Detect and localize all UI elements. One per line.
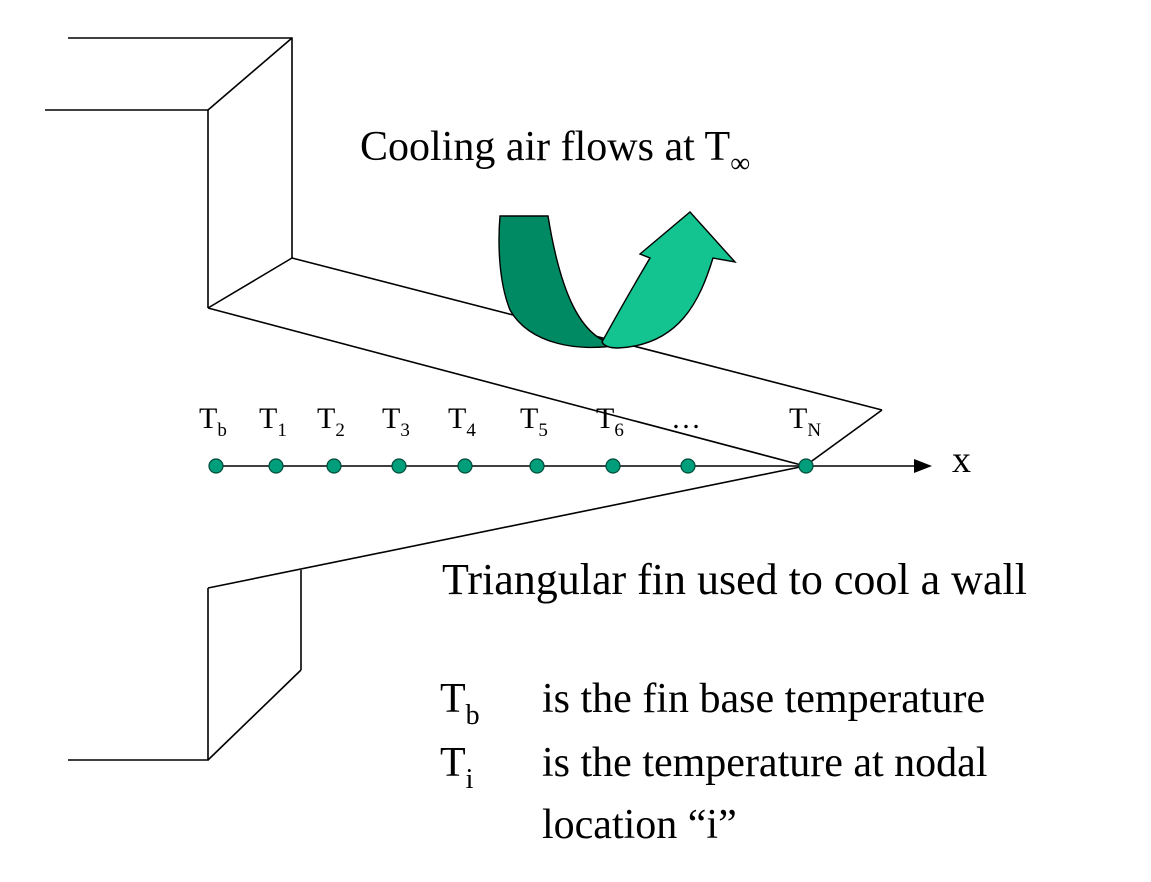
fin-base-top-edge bbox=[207, 257, 293, 309]
triangular-fin bbox=[207, 257, 883, 589]
node-label-0: Tb bbox=[199, 402, 227, 441]
cooling-air-arrow-icon bbox=[498, 211, 737, 349]
wall-upper-back-edge bbox=[68, 37, 293, 258]
wall-upper bbox=[45, 37, 293, 308]
fin-top-front-edge bbox=[207, 307, 806, 467]
legend-text-ti-continuation: location “i” bbox=[542, 802, 737, 848]
node-marker-5 bbox=[529, 458, 545, 474]
node-label-1: T1 bbox=[259, 402, 287, 441]
node-label-7: … bbox=[671, 402, 701, 435]
x-axis-label: x bbox=[952, 439, 971, 481]
legend-text-ti: is the temperature at nodal bbox=[542, 740, 988, 786]
wall-lower-depth-edge bbox=[207, 669, 302, 761]
fin-tip-edge bbox=[804, 409, 883, 467]
legend-symbol-ti: Ti bbox=[440, 740, 474, 795]
arrow-tail-segment bbox=[498, 215, 619, 349]
node-marker-7 bbox=[680, 458, 696, 474]
wall-upper-depth-edge bbox=[207, 37, 293, 111]
fin-caption: Triangular fin used to cool a wall bbox=[442, 555, 1027, 604]
node-markers bbox=[208, 458, 814, 474]
node-marker-3 bbox=[391, 458, 407, 474]
wall-lower bbox=[68, 570, 302, 761]
node-marker-0 bbox=[208, 458, 224, 474]
node-marker-4 bbox=[457, 458, 473, 474]
node-label-8: TN bbox=[789, 402, 821, 441]
legend: Tb is the fin base temperature Ti is the… bbox=[440, 676, 988, 848]
node-label-2: T2 bbox=[317, 402, 345, 441]
cooling-air-label: Cooling air flows at T∞ bbox=[360, 124, 750, 179]
node-label-3: T3 bbox=[382, 402, 410, 441]
node-marker-2 bbox=[326, 458, 342, 474]
x-axis-arrowhead-icon bbox=[914, 459, 932, 473]
node-label-5: T5 bbox=[520, 402, 548, 441]
node-marker-1 bbox=[268, 458, 284, 474]
fin-bottom-edge bbox=[207, 465, 806, 589]
wall-upper-front-edge bbox=[45, 109, 209, 308]
node-marker-6 bbox=[605, 458, 621, 474]
node-marker-8 bbox=[798, 458, 814, 474]
arrow-head-segment bbox=[601, 211, 737, 349]
wall-lower-front-edge bbox=[68, 588, 209, 761]
legend-symbol-tb: Tb bbox=[440, 676, 480, 731]
legend-text-tb: is the fin base temperature bbox=[542, 676, 985, 722]
node-label-6: T6 bbox=[596, 402, 624, 441]
node-label-4: T4 bbox=[448, 402, 476, 441]
node-labels: Tb T1 T2 T3 T4 T5 T6 … TN bbox=[199, 402, 821, 441]
x-axis: x bbox=[215, 439, 971, 481]
